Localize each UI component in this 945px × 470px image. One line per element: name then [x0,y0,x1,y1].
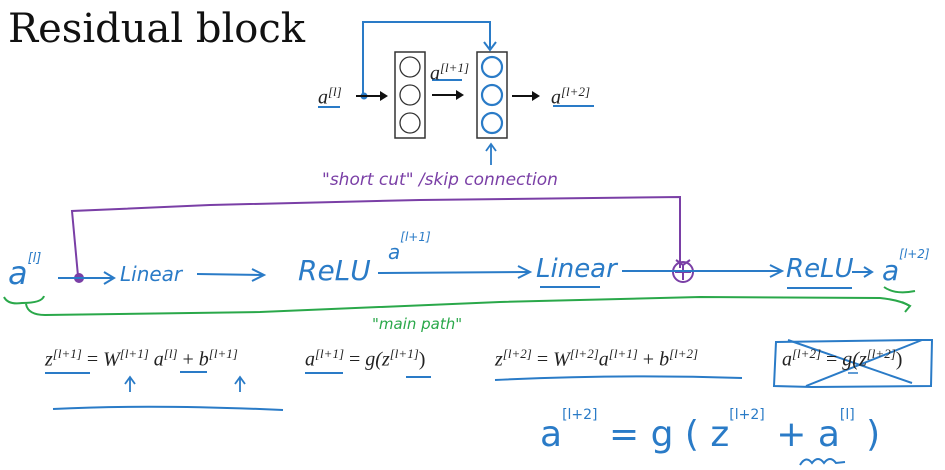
top-output-label: a[l+2] [551,84,591,109]
layer2-unit [480,111,504,135]
shortcut-path [70,195,681,277]
equation-a-l1: a[l+1] = g(z[l+1]) [305,346,426,371]
layer1-unit [399,56,421,78]
top-skip-connection [362,21,491,93]
layer2-unit [480,83,504,107]
flow-linear-2: Linear [536,254,617,284]
layer2-unit [480,55,504,79]
flow-relu-1: ReLU [298,254,371,287]
shortcut-annotation: "short cut" /skip connection [322,170,558,190]
layer2-box [476,51,508,139]
flow-input: a[l] [8,251,42,292]
layer1-unit [399,112,421,134]
equation-z-l1: z[l+1] = W[l+1] a[l] + b[l+1] [45,346,238,371]
flow-relu-2: ReLU [786,254,854,284]
layer1-box [394,51,426,139]
main-path-annotation: "main path" [372,315,463,333]
top-middle-label: a[l+1] [430,60,470,85]
page-title: Residual block [8,6,305,52]
crossout-box [772,339,934,389]
flow-mid-label: a[l+1] [388,230,431,264]
top-skip-arrowhead [483,41,497,52]
residual-output-formula: a[l+2] = g ( z[l+2] + a[l] ) [540,407,881,455]
flow-linear-1: Linear [120,262,183,286]
layer1-unit [399,84,421,106]
equation-a-l2-crossed: a[l+2] = g(z[l+2]) [782,346,903,371]
flow-output: a[l+2] [882,246,930,287]
main-path-brace [3,295,911,317]
equation-z-l2: z[l+2] = W[l+2]a[l+1] + b[l+2] [495,346,699,371]
top-input-label: a[l] [318,84,342,109]
